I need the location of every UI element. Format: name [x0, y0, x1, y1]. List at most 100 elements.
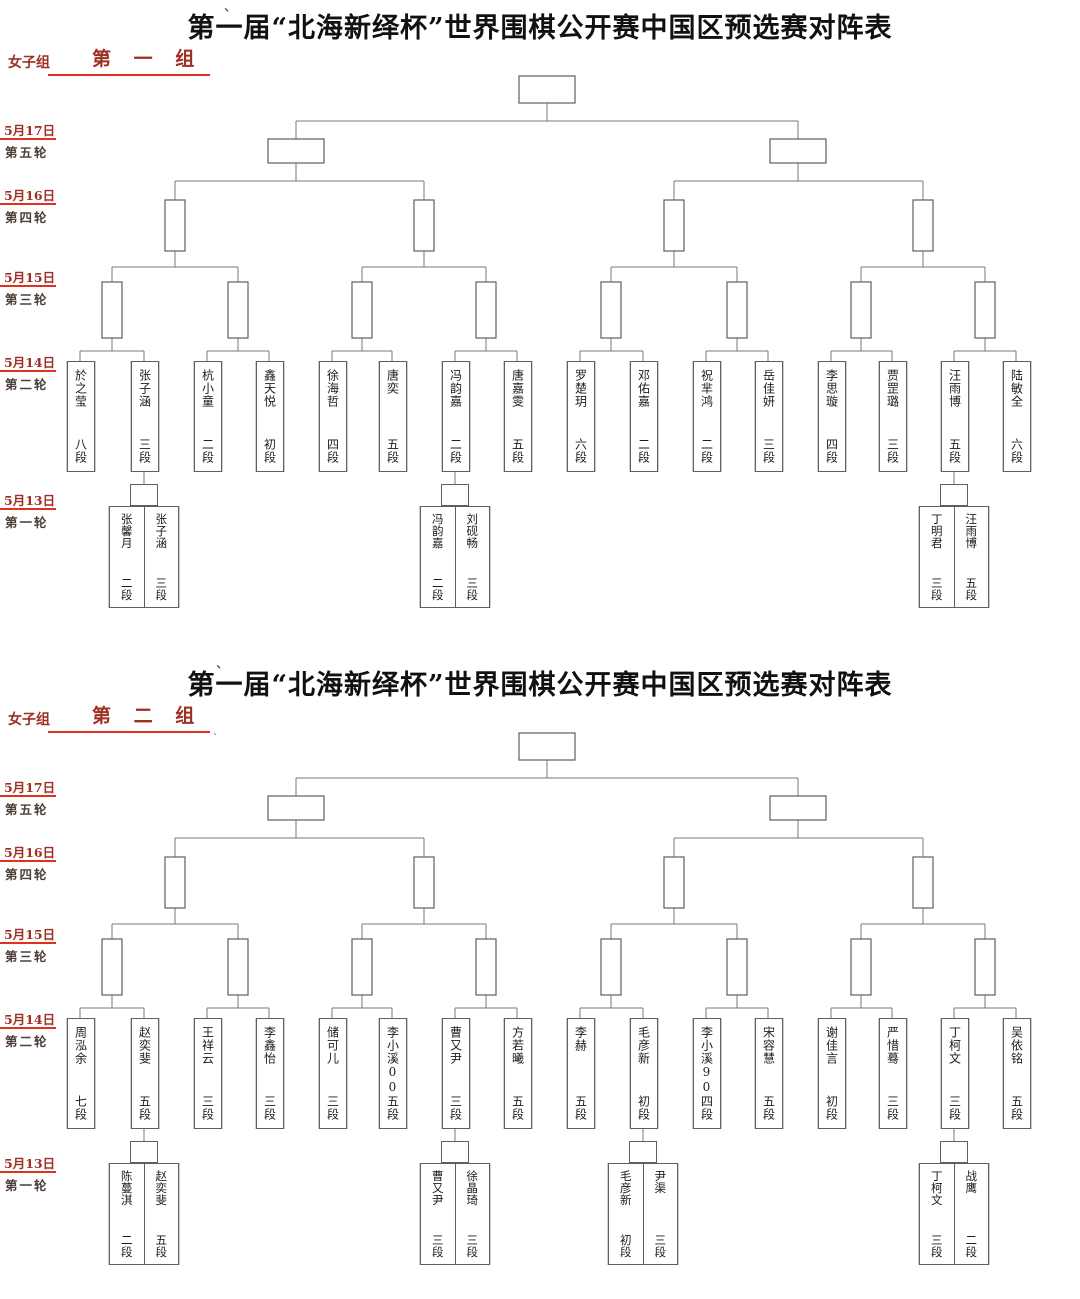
r1-player-cell: 尹渠三段: [644, 1164, 678, 1264]
match-boxes: [101, 75, 996, 339]
round3-box: [850, 938, 872, 996]
player-name: 曹又尹: [430, 1170, 445, 1206]
r1-match-box: 冯韵嘉二段 刘砚畅三段: [420, 506, 490, 608]
player-box: 王祥云三段: [194, 1018, 222, 1129]
player-name: 张子涵: [137, 369, 152, 408]
player-box: 方若曦五段: [504, 1018, 532, 1129]
round-date: 5月17日: [4, 780, 56, 795]
player-name: 战鹰: [964, 1170, 979, 1194]
player-rank: 二段: [636, 438, 651, 464]
player-name: 丁明君: [929, 513, 944, 549]
player-name: 丁柯文: [929, 1170, 944, 1206]
player-name: 张子涵: [154, 513, 169, 549]
round-date: 5月16日: [4, 845, 56, 860]
r1-match-box: 毛彦新初段 尹渠三段: [608, 1163, 678, 1265]
round-name: 第二轮: [5, 1034, 49, 1049]
player-box: 贾罡璐三段: [879, 361, 907, 472]
group-label: 第 一 组: [92, 48, 203, 70]
player-name: 於之莹: [73, 369, 88, 408]
player-name: 徐海哲: [325, 369, 340, 408]
title-mark: 、: [216, 657, 230, 672]
r1-player-cell: 丁明君三段: [920, 507, 955, 607]
tournament-title: 第一届“北海新绎杯”世界围棋公开赛中国区预选赛对阵表: [187, 670, 893, 701]
player-rank: 三段: [929, 1234, 944, 1258]
r1-player-cell: 张馨月二段: [110, 507, 145, 607]
round-date: 5月13日: [4, 1156, 56, 1171]
round3-box: [351, 938, 373, 996]
player-box: 杭小童二段: [194, 361, 222, 472]
round-name: 第三轮: [5, 292, 49, 307]
round4-box: [413, 199, 435, 252]
r1-player-cell: 赵奕斐五段: [145, 1164, 179, 1264]
round-date: 5月15日: [4, 927, 56, 942]
round-date: 5月14日: [4, 1012, 56, 1027]
player-name: 祝芈鸿: [699, 369, 714, 408]
player-box: 汪雨博五段: [941, 361, 969, 472]
category-label: 女子组: [8, 712, 50, 728]
player-name: 汪雨博: [964, 513, 979, 549]
round-name: 第五轮: [5, 802, 49, 817]
player-rank: 三段: [448, 1095, 463, 1121]
player-rank: 五段: [510, 1095, 525, 1121]
player-box: 冯韵嘉二段: [442, 361, 470, 472]
player-box: 张子涵三段: [131, 361, 159, 472]
player-rank: 二段: [430, 577, 445, 601]
r1-player-cell: 曹又尹三段: [421, 1164, 456, 1264]
round-underline: [0, 942, 56, 944]
player-name: 唐奕: [385, 369, 400, 395]
player-box: 严惜蓦三段: [879, 1018, 907, 1129]
round3-box: [351, 281, 373, 339]
round4-box: [164, 856, 186, 909]
player-rank: 五段: [964, 577, 979, 601]
round4-box: [413, 856, 435, 909]
player-rank: 五段: [1009, 1095, 1024, 1121]
round-underline: [0, 1027, 56, 1029]
round-date: 5月17日: [4, 123, 56, 138]
r1-player-cell: 冯韵嘉二段: [421, 507, 456, 607]
round-name: 第一轮: [5, 515, 49, 530]
group2-section: 、 第一届“北海新绎杯”世界围棋公开赛中国区预选赛对阵表 女子组 第 二 组 、…: [0, 657, 1080, 1299]
player-rank: 三段: [465, 1234, 480, 1258]
player-rank: 三段: [465, 577, 480, 601]
player-name: 杭小童: [200, 369, 215, 408]
player-rank: 二段: [119, 1234, 134, 1258]
player-rank: 三段: [325, 1095, 340, 1121]
player-name: 毛彦新: [636, 1026, 651, 1065]
round-name: 第二轮: [5, 377, 49, 392]
round3-box: [227, 281, 249, 339]
player-name: 李鑫怡: [262, 1026, 277, 1065]
round4-box: [663, 856, 685, 909]
player-box: 唐嘉雯五段: [504, 361, 532, 472]
player-box: 罗楚玥六段: [567, 361, 595, 472]
round-name: 第五轮: [5, 145, 49, 160]
player-rank: 二段: [119, 577, 134, 601]
round3-box: [726, 938, 748, 996]
player-name: 严惜蓦: [885, 1026, 900, 1065]
player-name: 邓佑嘉: [636, 369, 651, 408]
player-rank: 二段: [200, 438, 215, 464]
player-rank: 五段: [385, 438, 400, 464]
round3-box: [475, 938, 497, 996]
player-name: 王祥云: [200, 1026, 215, 1065]
r1-match-box: 张馨月二段 张子涵三段: [109, 506, 179, 608]
player-name: 赵奕斐: [154, 1170, 169, 1206]
final-box: [769, 795, 827, 821]
round-name: 第三轮: [5, 949, 49, 964]
player-name: 李小溪90: [699, 1026, 714, 1095]
player-box: 吴依铭五段: [1003, 1018, 1031, 1129]
champion-box: [518, 732, 576, 761]
category-label: 女子组: [8, 55, 50, 71]
player-name: 汪雨博: [947, 369, 962, 408]
group-underline: [48, 731, 210, 733]
player-box: 李思璇四段: [818, 361, 846, 472]
r1-connector-box: [940, 484, 968, 506]
player-name: 贾罡璐: [885, 369, 900, 408]
player-box: 谢佳言初段: [818, 1018, 846, 1129]
round4-box: [164, 199, 186, 252]
player-name: 宋容慧: [761, 1026, 776, 1065]
player-box: 李鑫怡三段: [256, 1018, 284, 1129]
r1-player-cell: 战鹰二段: [955, 1164, 989, 1264]
round-date: 5月13日: [4, 493, 56, 508]
player-rank: 初段: [262, 438, 277, 464]
